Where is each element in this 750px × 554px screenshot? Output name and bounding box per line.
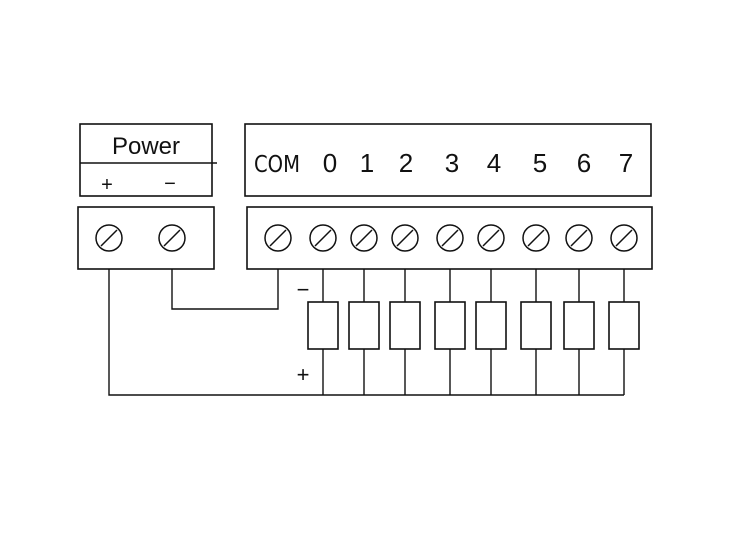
load-plus-label: + — [297, 362, 310, 387]
channel-label-3: 3 — [445, 148, 459, 178]
io-terminal-screw-6 — [565, 224, 593, 252]
channel-label-5: 5 — [533, 148, 547, 178]
io-terminal-screw-2 — [391, 224, 419, 252]
power-label-box: Power + − — [79, 123, 217, 197]
io-terminal-screw-7 — [610, 224, 638, 252]
io-terminal-screw-0 — [309, 224, 337, 252]
power-plus-to-bus-wire — [108, 269, 624, 396]
channel-label-6: 6 — [577, 148, 591, 178]
power-plus-label: + — [101, 174, 113, 196]
power-minus-to-com-wire — [171, 269, 279, 310]
load-minus-label: − — [297, 277, 310, 302]
io-terminal-block — [246, 206, 653, 270]
channel-label-7: 7 — [619, 148, 633, 178]
power-terminal-block — [77, 206, 215, 270]
power-minus-label: − — [164, 173, 176, 195]
power-minus-terminal-screw — [158, 224, 186, 252]
channel-label-4: 4 — [487, 148, 501, 178]
load-4 — [475, 269, 507, 395]
io-terminal-screw-3 — [436, 224, 464, 252]
io-terminal-screw-1 — [350, 224, 378, 252]
power-title: Power — [112, 133, 180, 160]
channel-label-0: 0 — [323, 148, 337, 178]
wiring — [108, 269, 640, 396]
load-6 — [563, 269, 595, 395]
channel-label-1: 1 — [360, 148, 374, 178]
load-2 — [389, 269, 421, 395]
channel-label-com: COM — [254, 152, 300, 178]
load-7 — [608, 269, 640, 395]
load-5 — [520, 269, 552, 395]
io-terminal-screw-com — [264, 224, 292, 252]
power-plus-terminal-screw — [95, 224, 123, 252]
channel-label-2: 2 — [399, 148, 413, 178]
load-3 — [434, 269, 466, 395]
load-0 — [307, 269, 339, 395]
load-1 — [348, 269, 380, 395]
io-terminal-screw-5 — [522, 224, 550, 252]
io-terminal-screw-4 — [477, 224, 505, 252]
